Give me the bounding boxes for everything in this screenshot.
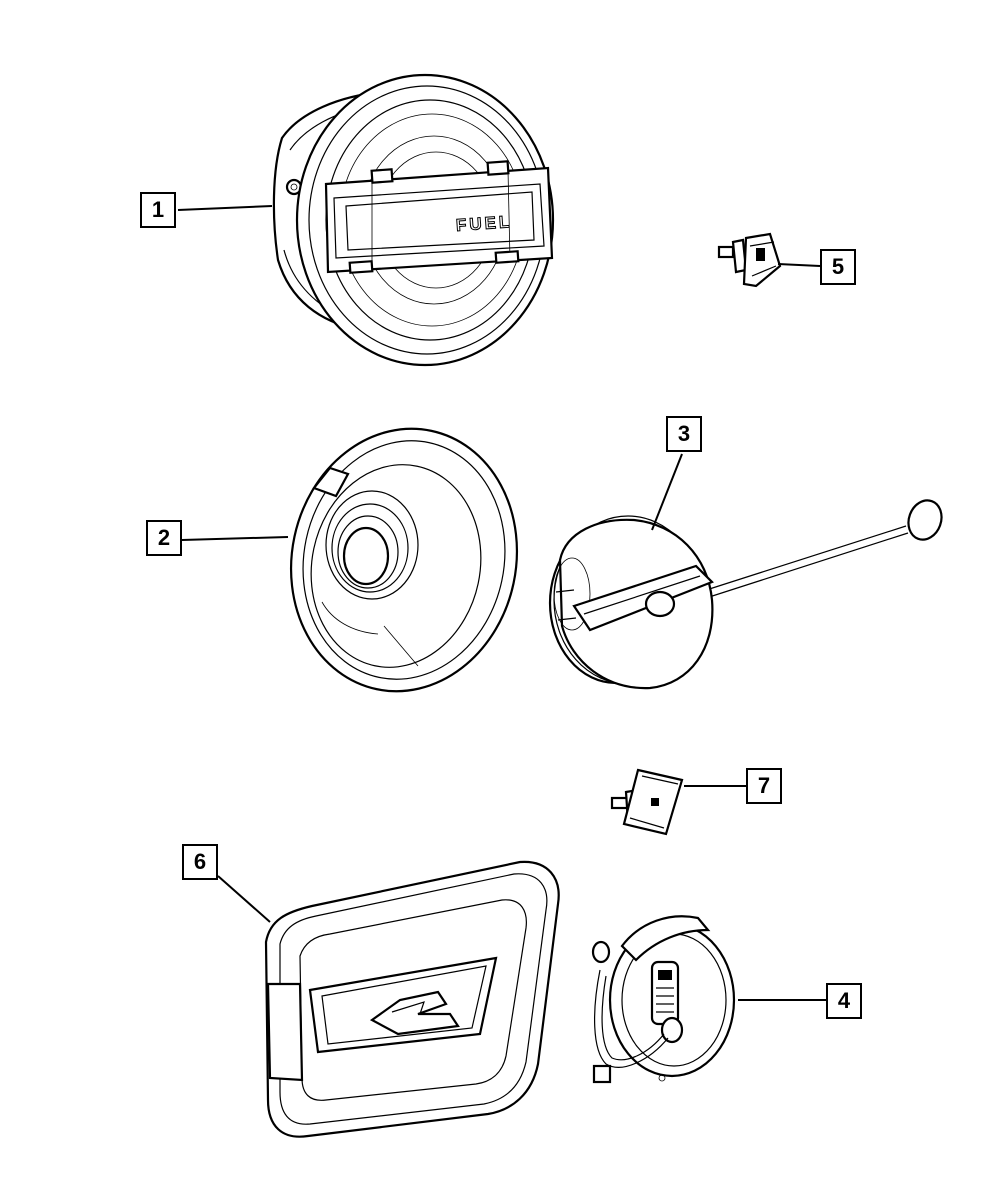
part-2-filler-housing — [289, 427, 519, 693]
leader-line-1 — [177, 205, 273, 211]
callout-3: 3 — [666, 416, 702, 452]
callout-1: 1 — [140, 192, 176, 228]
callout-1-label: 1 — [151, 197, 165, 222]
callout-3-label: 3 — [677, 421, 691, 446]
part-3-fuel-cap — [548, 499, 943, 690]
part-4-filler-seal — [591, 915, 736, 1084]
callout-4: 4 — [826, 983, 862, 1019]
part-6-filler-door — [264, 860, 560, 1138]
callout-7-label: 7 — [757, 773, 771, 798]
fuel-embossed-label: FUEL — [455, 212, 513, 235]
callout-2-label: 2 — [157, 525, 171, 550]
callout-5: 5 — [820, 249, 856, 285]
leader-line-2 — [181, 536, 289, 541]
leader-line-6 — [217, 875, 271, 923]
part-1-fuel-door: FUEL — [272, 73, 555, 367]
leader-line-5 — [777, 263, 821, 267]
part-7-bumper — [610, 768, 684, 836]
callout-7: 7 — [746, 768, 782, 804]
callout-6: 6 — [182, 844, 218, 880]
callout-6-label: 6 — [193, 849, 207, 874]
part-5-clip — [717, 232, 782, 288]
callout-4-label: 4 — [837, 988, 851, 1013]
callout-2: 2 — [146, 520, 182, 556]
leader-line-3 — [651, 453, 683, 531]
callout-5-label: 5 — [831, 254, 845, 279]
